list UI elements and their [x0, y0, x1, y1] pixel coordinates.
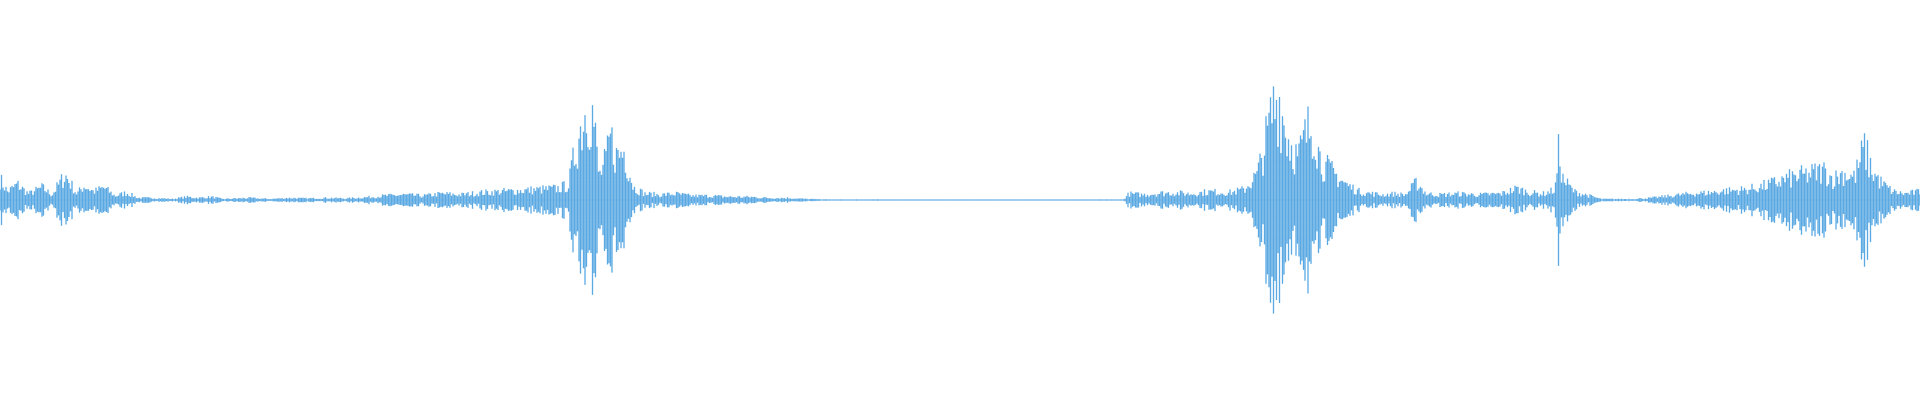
- waveform-signal: [0, 86, 1920, 314]
- waveform-bars: [0, 86, 1920, 314]
